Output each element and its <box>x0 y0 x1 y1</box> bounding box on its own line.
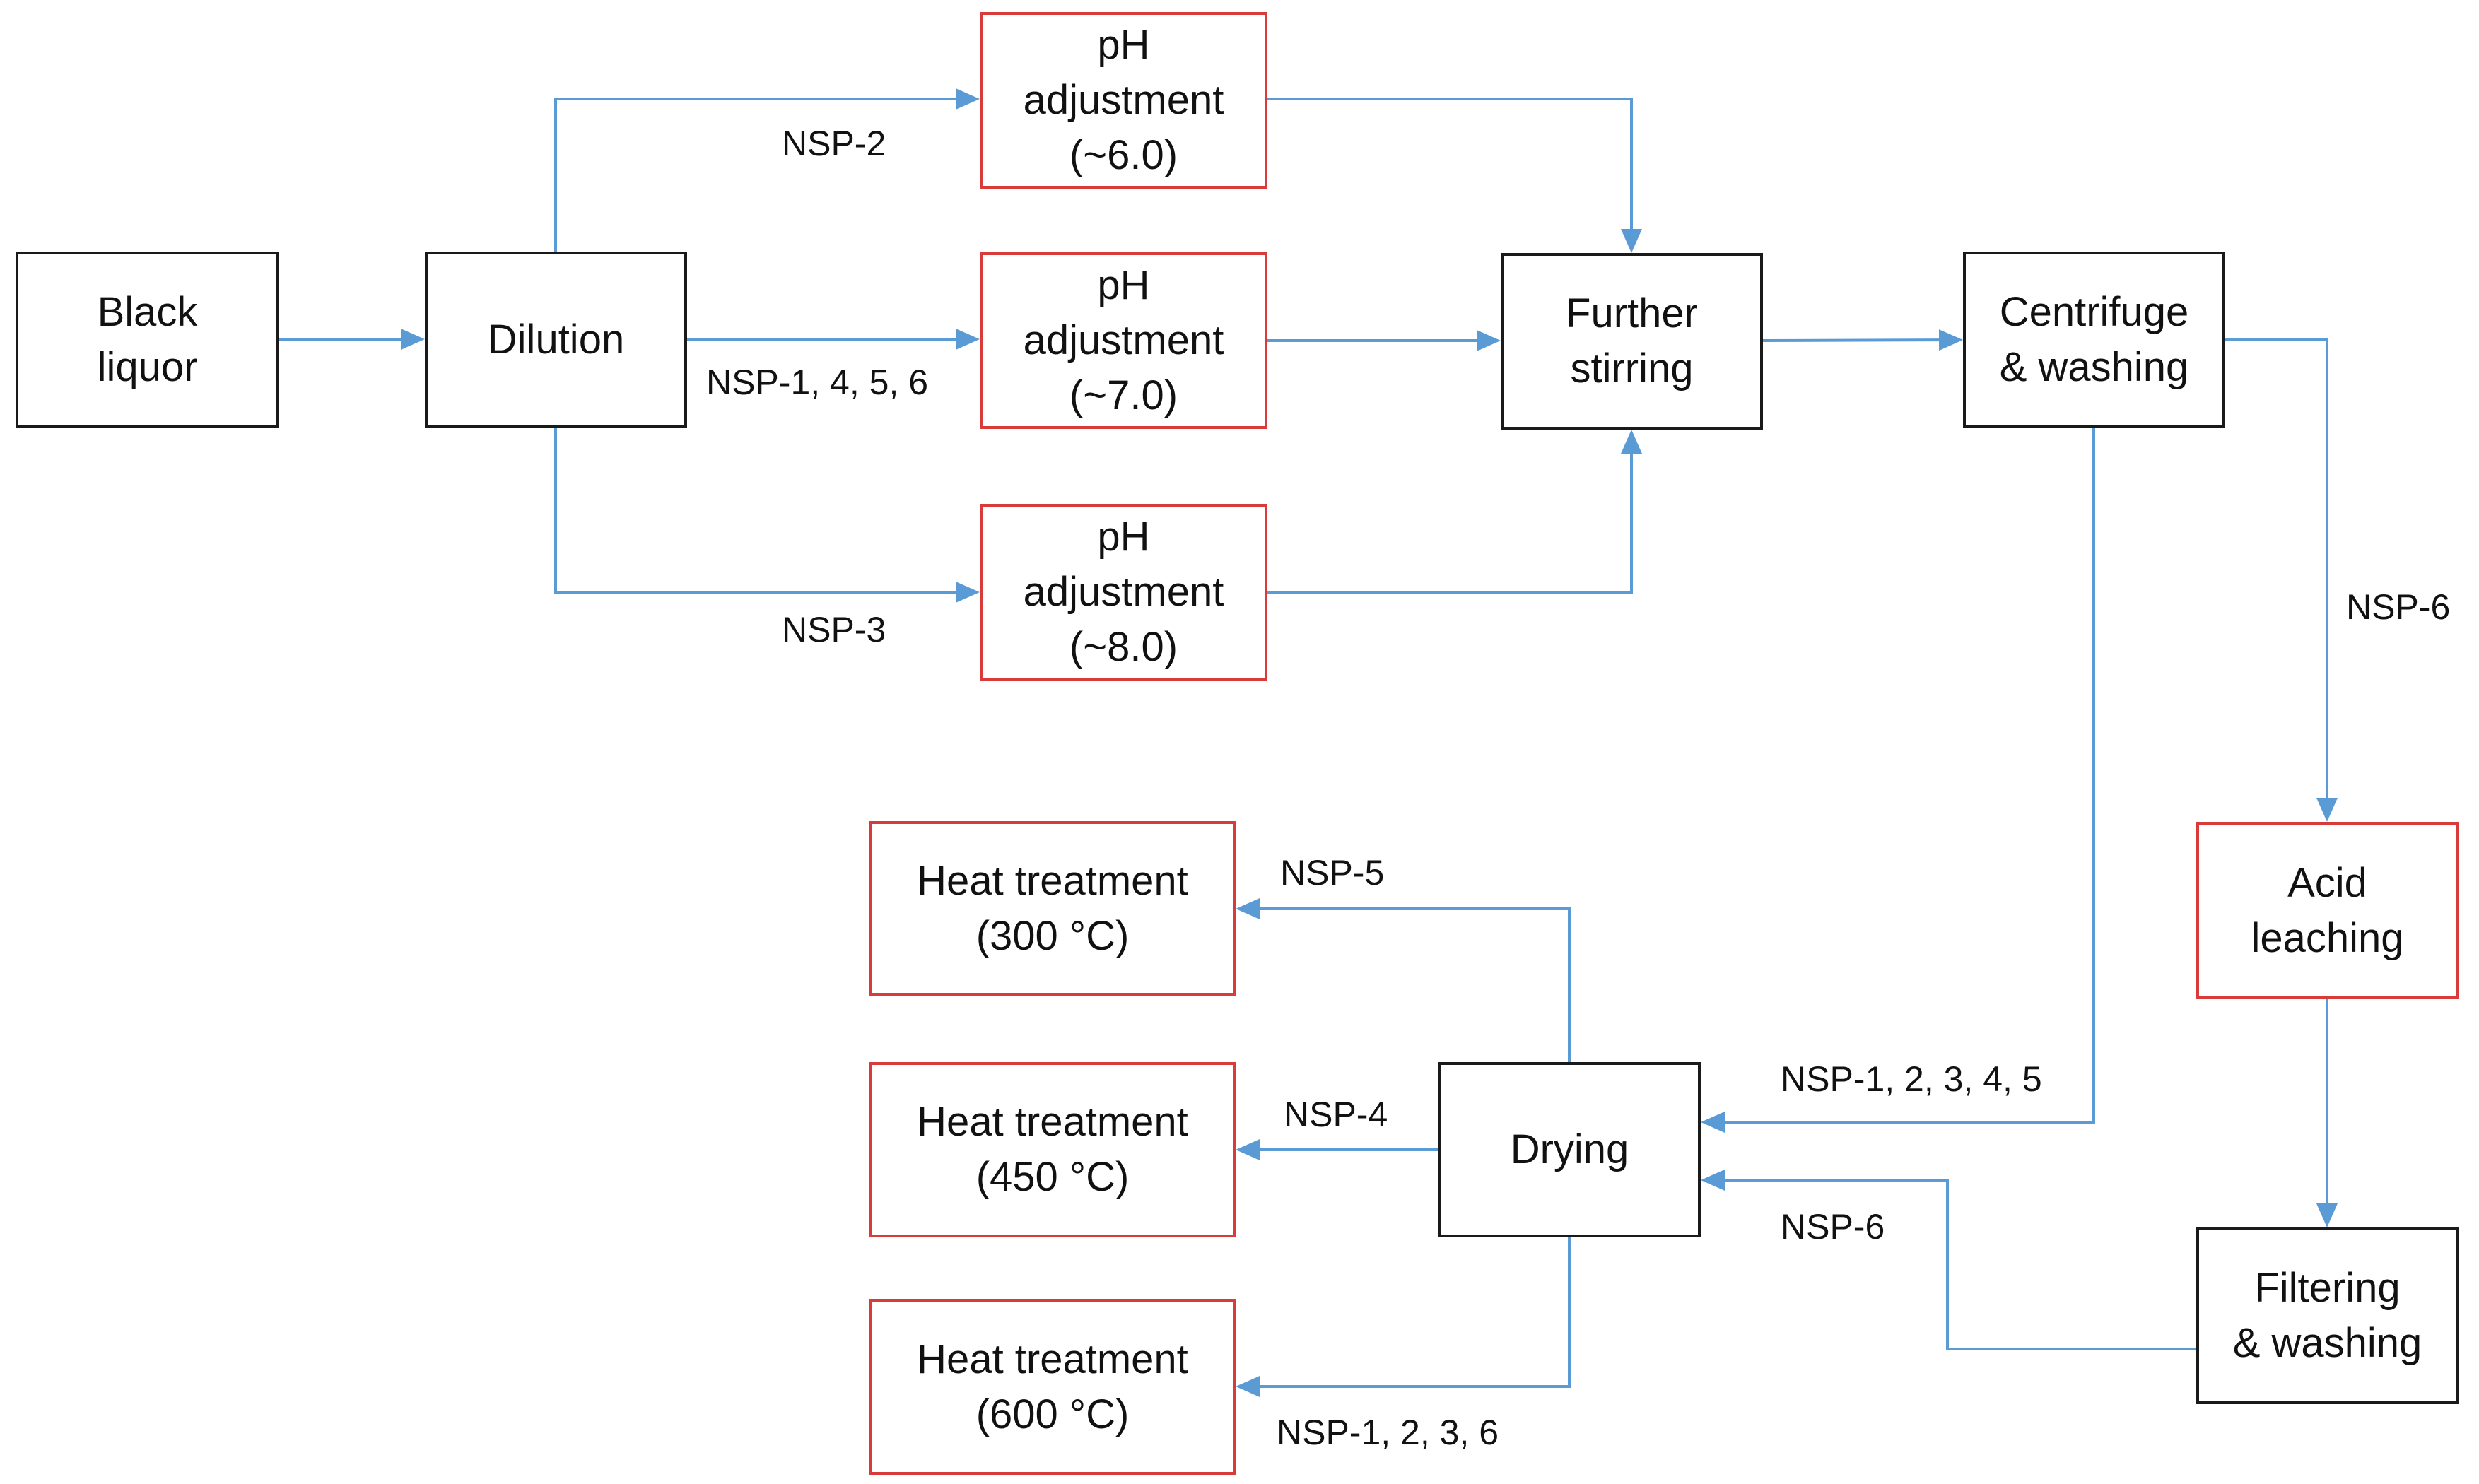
ph-adjustment-6-label: pH adjustment (~6.0) <box>1023 22 1224 178</box>
heat-treatment-600-box: Heat treatment (600 °C) <box>869 1299 1236 1475</box>
arrow-drying-to-heat-300 <box>1258 907 1571 1062</box>
arrow-dilution-to-ph-6-head <box>956 88 980 110</box>
ph-adjustment-6-box: pH adjustment (~6.0) <box>980 12 1267 189</box>
heat-treatment-450-label: Heat treatment (450 °C) <box>917 1099 1188 1200</box>
arrow-black-liquor-to-dilution-head <box>401 329 425 350</box>
arrow-centrifuge-to-acid-leaching <box>2225 338 2328 799</box>
filtering-washing-box: Filtering & washing <box>2196 1227 2459 1404</box>
arrow-dilution-to-ph-8 <box>554 428 957 594</box>
arrow-ph-6-to-further-stirring <box>1267 98 1633 230</box>
drying-box: Drying <box>1438 1062 1701 1237</box>
heat-treatment-600-label: Heat treatment (600 °C) <box>917 1336 1188 1437</box>
dilution-label: Dilution <box>487 317 625 363</box>
arrow-drying-to-heat-450-head <box>1236 1139 1260 1160</box>
edge-label-nsp-6-acid: NSP-6 <box>2346 587 2451 627</box>
dilution-box: Dilution <box>425 252 687 428</box>
further-stirring-label: Further stirring <box>1566 290 1698 391</box>
drying-label: Drying <box>1510 1126 1629 1173</box>
arrow-centrifuge-to-drying-head <box>1701 1112 1725 1133</box>
heat-treatment-450-box: Heat treatment (450 °C) <box>869 1062 1236 1237</box>
arrow-drying-to-heat-600-head <box>1236 1376 1260 1397</box>
ph-adjustment-7-label: pH adjustment (~7.0) <box>1023 262 1224 418</box>
arrow-dilution-to-ph-6 <box>554 98 957 252</box>
black-liquor-label: Black liquor <box>97 289 198 390</box>
arrow-further-stirring-to-centrifuge-head <box>1938 329 1963 351</box>
arrow-filtering-to-drying-head <box>1701 1170 1725 1191</box>
centrifuge-washing-label: Centrifuge & washing <box>1999 289 2189 390</box>
arrow-acid-leaching-to-filtering-head <box>2316 1203 2338 1227</box>
arrow-ph-6-to-further-stirring-head <box>1621 229 1642 253</box>
edge-label-nsp-1-2-3-6: NSP-1, 2, 3, 6 <box>1277 1413 1499 1452</box>
edge-label-nsp-5: NSP-5 <box>1280 853 1385 893</box>
arrow-ph-7-to-further-stirring-head <box>1477 330 1501 351</box>
arrow-centrifuge-to-acid-leaching-head <box>2316 798 2338 822</box>
arrow-ph-8-to-further-stirring-head <box>1621 430 1642 454</box>
arrow-ph-8-to-further-stirring <box>1267 452 1633 594</box>
arrow-centrifuge-to-drying <box>1723 428 2095 1124</box>
edge-label-nsp-6-drying: NSP-6 <box>1781 1207 1885 1247</box>
edge-label-nsp-3: NSP-3 <box>782 610 886 649</box>
heat-treatment-300-label: Heat treatment (300 °C) <box>917 857 1188 959</box>
edge-label-nsp-1-4-5-6: NSP-1, 4, 5, 6 <box>706 363 929 402</box>
centrifuge-washing-box: Centrifuge & washing <box>1963 252 2225 428</box>
arrow-filtering-to-drying <box>1723 1179 2196 1350</box>
arrow-further-stirring-to-centrifuge <box>1762 338 1941 342</box>
edge-label-nsp-1-2-3-4-5: NSP-1, 2, 3, 4, 5 <box>1781 1059 2042 1099</box>
acid-leaching-label: Acid leaching <box>2251 859 2404 961</box>
arrow-dilution-to-ph-7-head <box>956 329 980 350</box>
acid-leaching-box: Acid leaching <box>2196 822 2459 999</box>
black-liquor-box: Black liquor <box>16 252 279 428</box>
heat-treatment-300-box: Heat treatment (300 °C) <box>869 821 1236 996</box>
ph-adjustment-8-label: pH adjustment (~8.0) <box>1023 514 1224 670</box>
ph-adjustment-7-box: pH adjustment (~7.0) <box>980 252 1267 429</box>
arrow-drying-to-heat-300-head <box>1236 898 1260 919</box>
ph-adjustment-8-box: pH adjustment (~8.0) <box>980 504 1267 681</box>
arrow-dilution-to-ph-8-head <box>956 582 980 603</box>
edge-label-nsp-2: NSP-2 <box>782 124 886 163</box>
edge-label-nsp-4: NSP-4 <box>1284 1095 1388 1134</box>
arrow-drying-to-heat-600 <box>1258 1237 1571 1388</box>
further-stirring-box: Further stirring <box>1501 253 1763 430</box>
filtering-washing-label: Filtering & washing <box>2232 1265 2422 1366</box>
